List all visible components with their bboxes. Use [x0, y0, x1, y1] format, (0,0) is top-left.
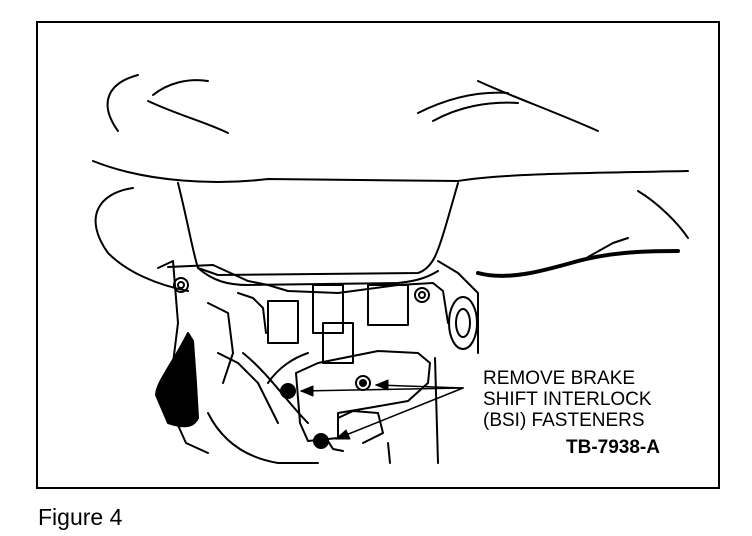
bsi-fastener-3 — [313, 433, 329, 449]
bsi-fastener-1 — [280, 383, 296, 399]
callout-line-3: (BSI) FASTENERS — [483, 410, 645, 431]
callout-line-2: SHIFT INTERLOCK — [483, 389, 652, 410]
bsi-bracket — [295, 350, 431, 442]
callout-line-1: REMOVE BRAKE — [483, 368, 636, 389]
figure-caption: Figure 4 — [38, 504, 123, 530]
steering-column-illustration — [92, 74, 689, 464]
steering-wheel-rim — [92, 160, 689, 183]
leader-line-2 — [375, 384, 464, 389]
drawing-code: TB-7938-A — [566, 437, 660, 458]
column-shroud — [177, 182, 459, 276]
leader-line-3 — [335, 387, 464, 440]
multifunction-lever — [155, 332, 199, 428]
leader-line-1 — [300, 387, 464, 392]
figure-frame: REMOVE BRAKE SHIFT INTERLOCK (BSI) FASTE… — [36, 21, 720, 489]
callout-text: REMOVE BRAKE SHIFT INTERLOCK (BSI) FASTE… — [483, 368, 652, 431]
wiring-harness — [476, 249, 680, 278]
